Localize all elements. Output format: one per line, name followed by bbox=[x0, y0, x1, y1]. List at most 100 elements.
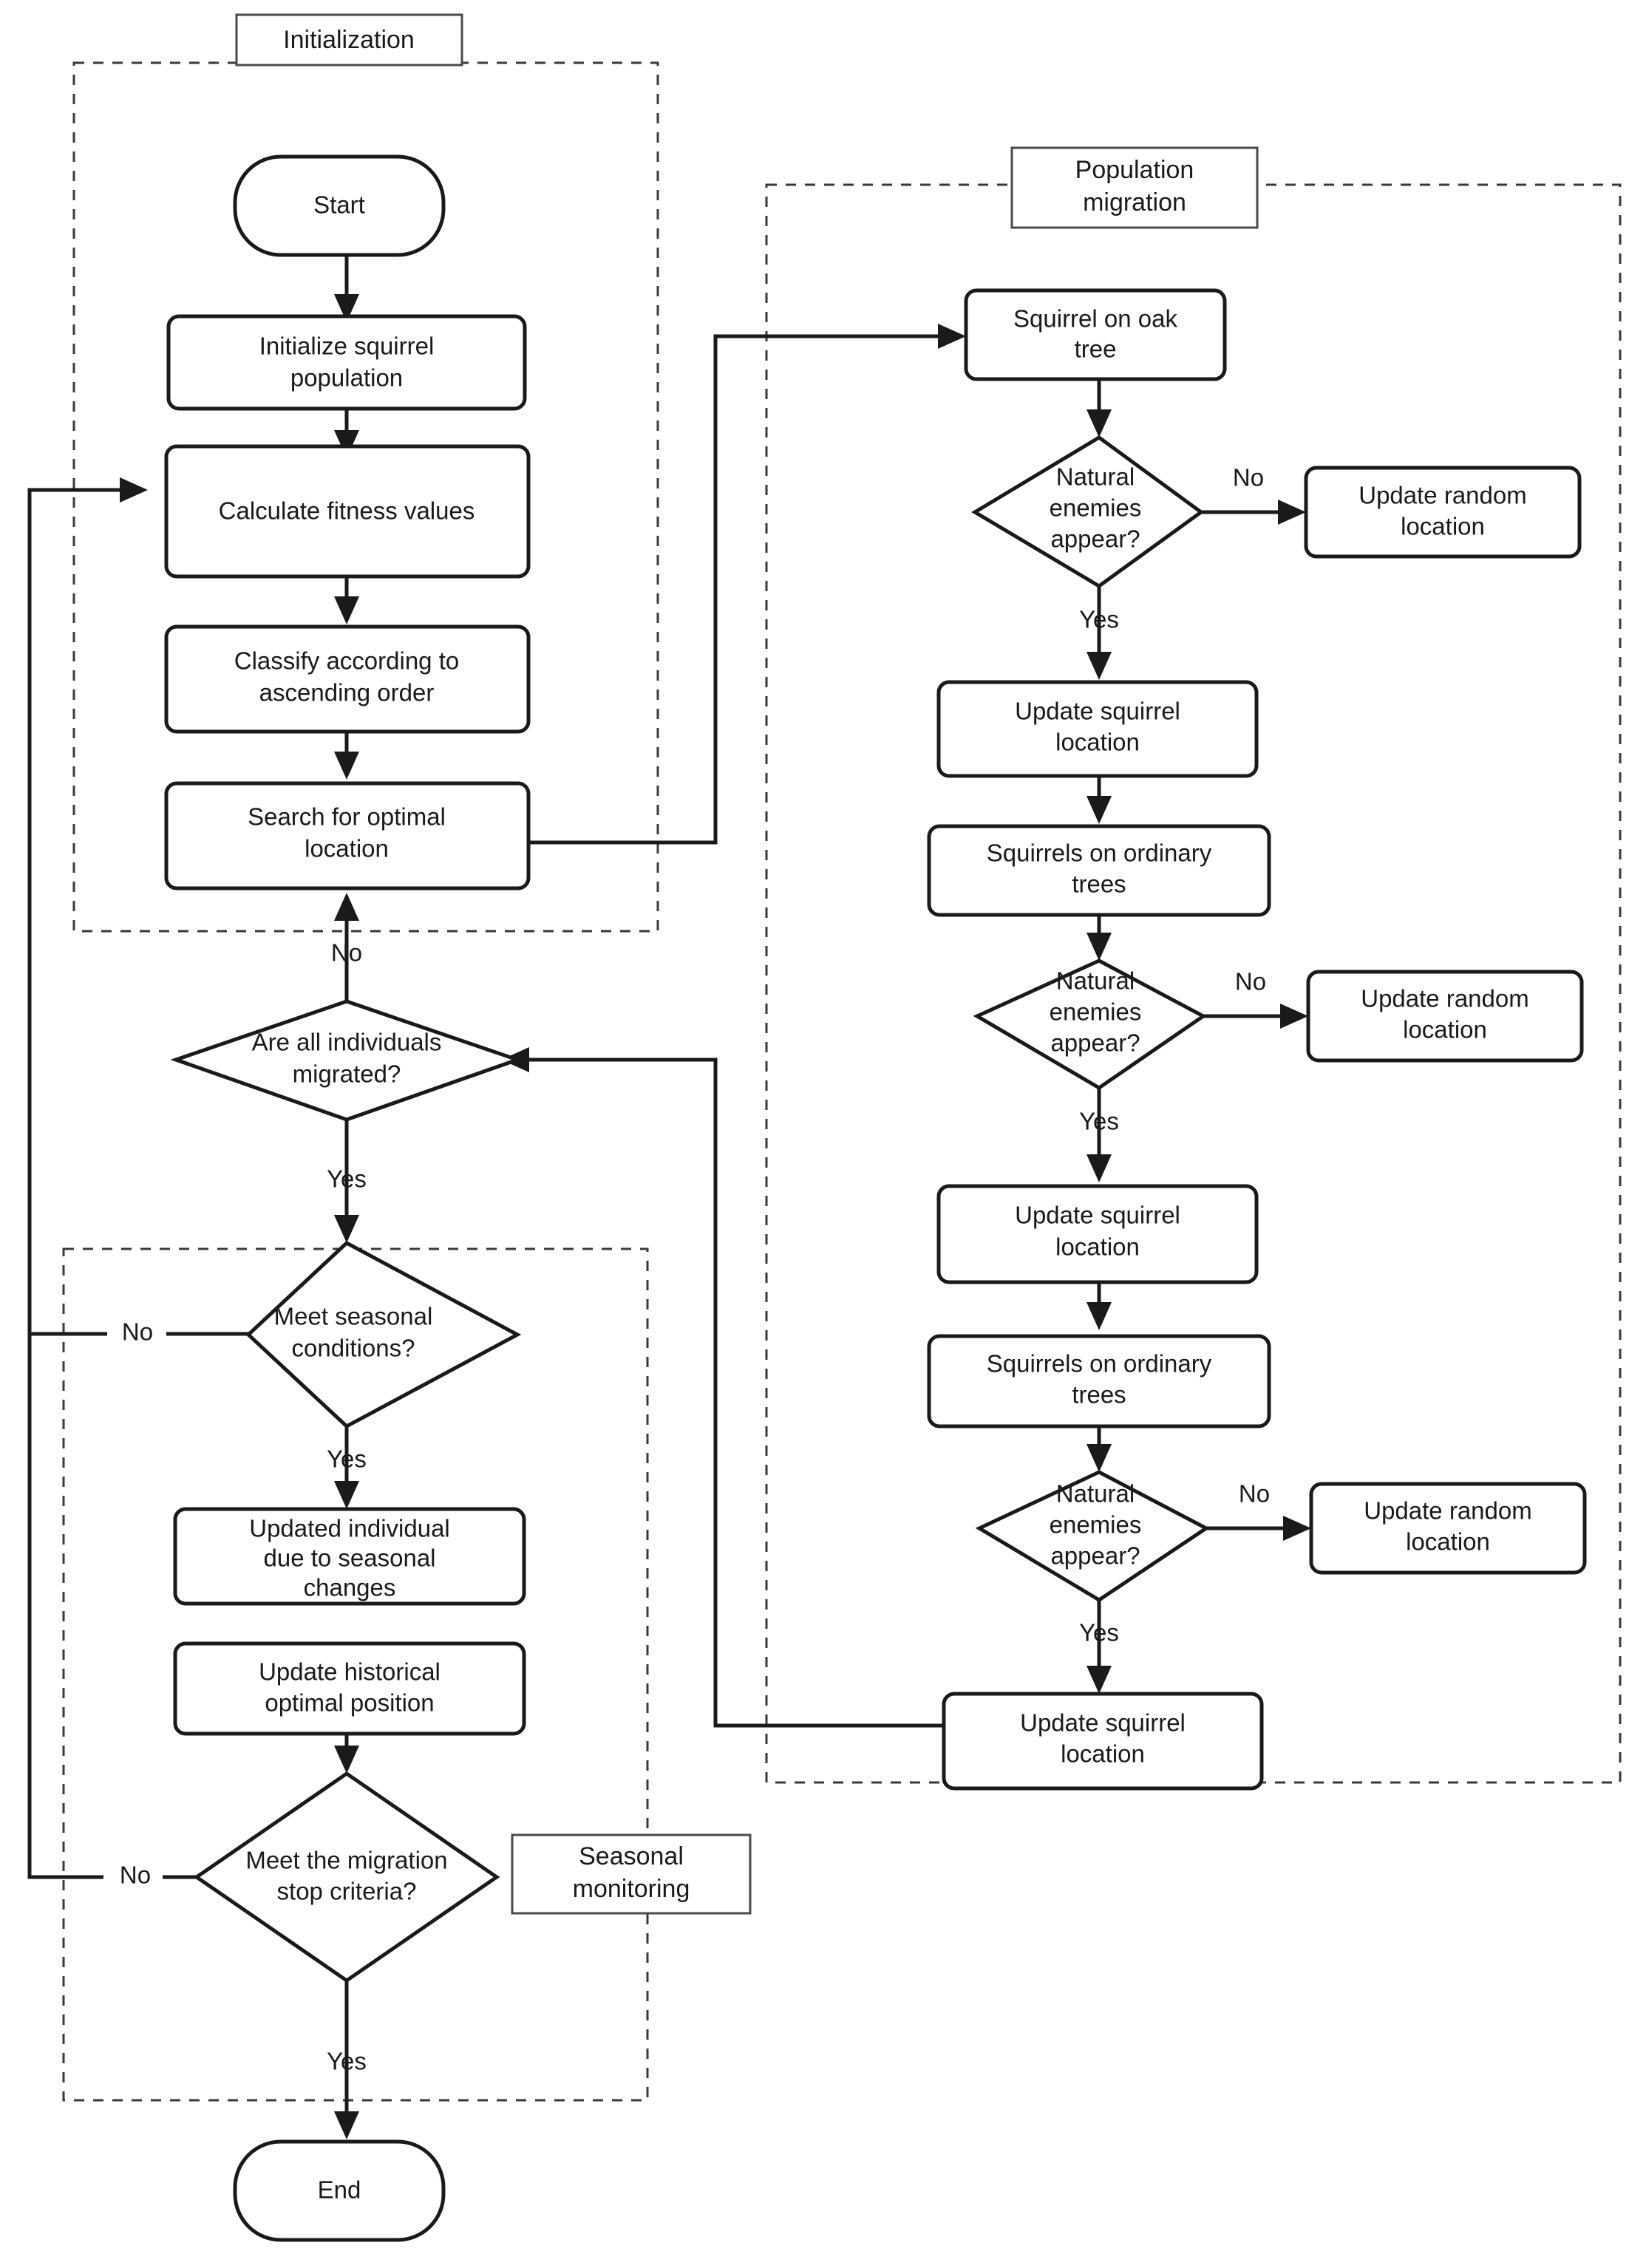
node-classify-line2: ascending order bbox=[259, 679, 435, 706]
edge-label-no-to-search: No bbox=[331, 939, 362, 967]
edge-label-yes-to-seasonal: Yes bbox=[327, 1165, 367, 1193]
node-enemies-1-line2: enemies bbox=[1050, 494, 1142, 522]
edge-label-no-stop: No bbox=[120, 1862, 151, 1889]
edge-updatesq3-to-migrated bbox=[517, 1058, 944, 1728]
node-random-3-line2: location bbox=[1406, 1528, 1490, 1556]
node-enemies-3-line3: appear? bbox=[1050, 1542, 1140, 1570]
node-update-squirrel-3[interactable] bbox=[942, 1692, 1264, 1791]
node-search-optimal-line2: location bbox=[305, 835, 389, 862]
node-enemies-1-line3: appear? bbox=[1050, 525, 1140, 553]
node-update-squirrel-2[interactable] bbox=[936, 1184, 1259, 1284]
node-update-squirrel-1-line2: location bbox=[1055, 729, 1140, 756]
node-stop-criteria[interactable] bbox=[193, 1771, 500, 1983]
group-label-initialization: Initialization bbox=[283, 26, 415, 54]
edge-label-yes-stop: Yes bbox=[327, 2048, 367, 2075]
node-calculate-fitness[interactable] bbox=[164, 444, 531, 579]
node-stop-criteria-line2: stop criteria? bbox=[277, 1878, 417, 1905]
node-enemies-2-line3: appear? bbox=[1050, 1029, 1140, 1057]
node-update-squirrel-1[interactable] bbox=[936, 680, 1259, 778]
arrowhead-search-to-oak bbox=[938, 324, 966, 349]
node-ordinary-trees-1-line2: trees bbox=[1072, 871, 1126, 898]
node-oak-tree-line2: tree bbox=[1075, 336, 1117, 363]
node-oak-tree-line1: Squirrel on oak bbox=[1013, 305, 1177, 333]
arrowhead-enemies2-to-updatesq2 bbox=[1086, 1154, 1112, 1182]
node-all-migrated[interactable] bbox=[170, 999, 523, 1122]
node-enemies-2[interactable] bbox=[973, 958, 1207, 1090]
node-calculate-fitness-label: Calculate fitness values bbox=[219, 497, 475, 525]
node-ordinary-trees-2-line2: trees bbox=[1072, 1381, 1126, 1409]
node-stop-criteria-line1: Meet the migration bbox=[245, 1847, 447, 1874]
arrowhead-enemies1-to-random1 bbox=[1278, 500, 1306, 525]
arrowhead-enemies3-to-random3 bbox=[1283, 1516, 1311, 1541]
arrowhead-migrated-to-seasonal bbox=[334, 1215, 359, 1243]
node-enemies-3[interactable] bbox=[975, 1470, 1210, 1602]
node-ordinary-trees-2[interactable] bbox=[927, 1334, 1271, 1428]
node-enemies-1[interactable] bbox=[971, 435, 1205, 588]
group-label-box-initialization bbox=[235, 13, 463, 67]
node-update-squirrel-2-line2: location bbox=[1055, 1233, 1140, 1261]
node-init-population-line2: population bbox=[290, 364, 403, 392]
node-init-population-line1: Initialize squirrel bbox=[259, 333, 435, 360]
arrowhead-enemies1-to-updatesq1 bbox=[1086, 652, 1112, 680]
arrowhead-init-to-calc bbox=[334, 430, 359, 458]
group-label-box-population-migration bbox=[1010, 146, 1259, 229]
node-enemies-3-line2: enemies bbox=[1050, 1511, 1142, 1539]
node-random-3[interactable] bbox=[1309, 1482, 1587, 1575]
node-init-population[interactable] bbox=[166, 314, 527, 411]
arrowhead-enemies3-to-updatesq3 bbox=[1086, 1666, 1112, 1694]
node-all-migrated-line1: Are all individuals bbox=[252, 1029, 442, 1056]
arrowhead-ordinary1-to-enemies2 bbox=[1086, 933, 1112, 961]
arrowhead-ordinary2-to-enemies3 bbox=[1086, 1444, 1112, 1472]
node-ordinary-trees-2-line1: Squirrels on ordinary bbox=[987, 1350, 1212, 1378]
node-ordinary-trees-1[interactable] bbox=[927, 824, 1271, 917]
edge-label-yes-enemies-3: Yes bbox=[1079, 1619, 1119, 1646]
node-update-historical-line1: Update historical bbox=[259, 1658, 441, 1686]
node-oak-tree[interactable] bbox=[964, 288, 1227, 381]
edge-label-no-enemies-2: No bbox=[1235, 968, 1266, 995]
arrowhead-classify-to-search bbox=[334, 752, 359, 780]
arrowhead-start-to-init bbox=[334, 294, 359, 322]
group-label-seasonal-monitoring-line2: monitoring bbox=[573, 1875, 690, 1903]
edge-label-no-enemies-1: No bbox=[1233, 464, 1264, 491]
node-all-migrated-line2: migrated? bbox=[293, 1060, 401, 1088]
node-update-historical[interactable] bbox=[173, 1641, 526, 1736]
edge-label-no-enemies-3: No bbox=[1239, 1480, 1270, 1508]
arrowhead-calc-to-classify bbox=[334, 596, 359, 624]
edge-stop-no-route bbox=[27, 488, 132, 1879]
group-label-population-migration-line1: Population bbox=[1075, 156, 1194, 184]
node-random-2[interactable] bbox=[1306, 970, 1584, 1063]
node-search-optimal[interactable] bbox=[164, 781, 531, 890]
node-seasonal-conditions-line2: conditions? bbox=[292, 1335, 415, 1362]
node-random-1[interactable] bbox=[1304, 466, 1582, 559]
node-classify[interactable] bbox=[164, 624, 531, 734]
group-label-seasonal-monitoring-line1: Seasonal bbox=[579, 1842, 684, 1870]
arrowhead-no-to-search bbox=[334, 893, 359, 921]
arrowhead-enemies2-to-random2 bbox=[1280, 1004, 1308, 1029]
node-updated-individual-line3: changes bbox=[304, 1574, 396, 1601]
node-random-1-line1: Update random bbox=[1358, 482, 1526, 509]
arrowhead-seasonal-to-updated bbox=[334, 1481, 359, 1509]
node-enemies-3-line1: Natural bbox=[1056, 1480, 1135, 1508]
node-random-2-line2: location bbox=[1403, 1016, 1487, 1043]
group-label-box-seasonal-monitoring bbox=[511, 1833, 752, 1915]
arrowhead-stop-to-end bbox=[334, 2111, 359, 2139]
node-seasonal-conditions[interactable] bbox=[245, 1240, 522, 1429]
node-classify-line1: Classify according to bbox=[234, 647, 459, 675]
arrowhead-updatesq2-to-ordinary2 bbox=[1086, 1302, 1112, 1330]
node-start-label: Start bbox=[313, 191, 365, 219]
node-search-optimal-line1: Search for optimal bbox=[248, 803, 446, 831]
node-enemies-1-line1: Natural bbox=[1056, 463, 1135, 491]
node-end[interactable] bbox=[233, 2139, 446, 2242]
group-label-population-migration-line2: migration bbox=[1083, 188, 1186, 217]
node-start[interactable] bbox=[233, 154, 446, 257]
edge-label-yes-seasonal: Yes bbox=[327, 1445, 367, 1473]
node-updated-individual-line2: due to seasonal bbox=[263, 1545, 435, 1572]
arrowhead-historical-to-stop bbox=[334, 1746, 359, 1774]
edge-label-no-seasonal: No bbox=[122, 1318, 153, 1346]
node-end-label: End bbox=[318, 2176, 361, 2204]
edge-label-yes-enemies-1: Yes bbox=[1079, 606, 1119, 633]
edge-label-yes-enemies-2: Yes bbox=[1079, 1108, 1119, 1135]
node-updated-individual[interactable] bbox=[173, 1507, 526, 1606]
